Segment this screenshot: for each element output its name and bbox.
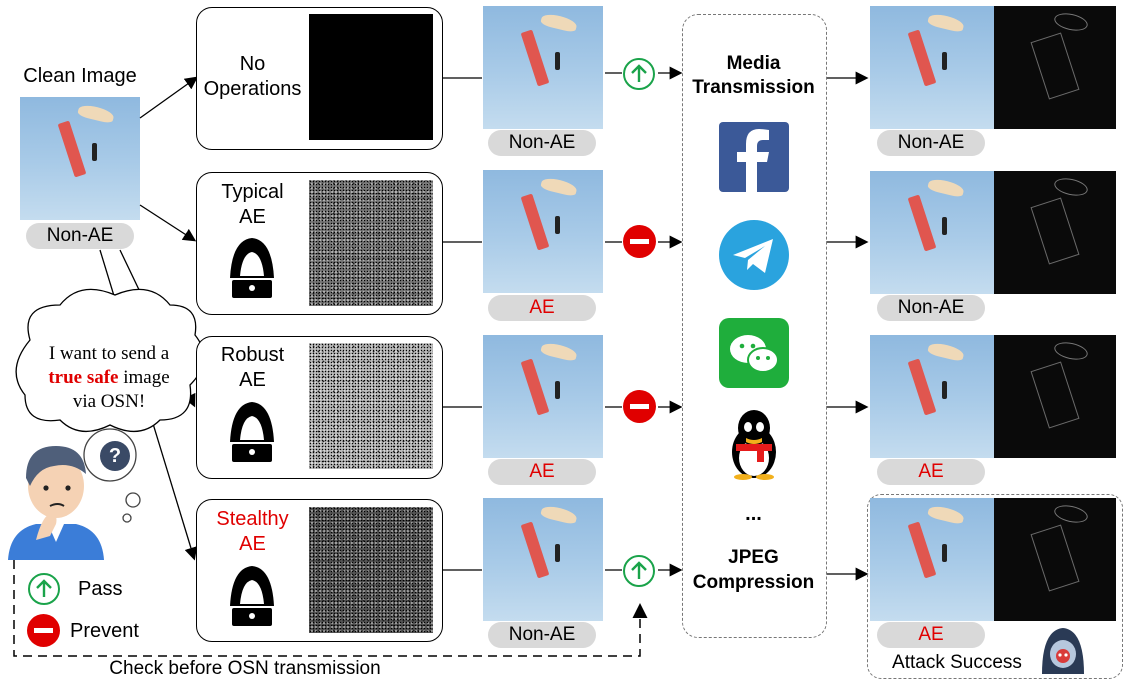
- facebook-icon: [719, 122, 789, 192]
- hacker-icon: [222, 232, 282, 302]
- thought-emphasis: true safe: [48, 367, 119, 388]
- result-tag-3: AE: [877, 459, 985, 485]
- thinking-user-avatar: [6, 420, 106, 560]
- telegram-icon: [719, 220, 789, 290]
- legend-pass-label: Pass: [78, 578, 123, 600]
- row-2-label-line2: AE: [239, 206, 266, 228]
- legend-prevent-label: Prevent: [70, 620, 139, 642]
- row-4-sample-noise: [309, 507, 433, 633]
- wechat-icon: [719, 318, 789, 388]
- row-2-label-line1: Typical: [221, 181, 284, 203]
- pass-icon: [623, 58, 655, 90]
- check-caption: Check before OSN transmission: [109, 658, 381, 679]
- row-4-label-line2: AE: [239, 533, 266, 555]
- result-diff-1: [994, 6, 1116, 129]
- attack-success-panel: [867, 494, 1123, 679]
- sent-image-1: [483, 6, 603, 129]
- clean-image: [20, 97, 140, 220]
- clean-image-title: Clean Image: [23, 65, 137, 87]
- sent-image-2-tag: AE: [488, 295, 596, 321]
- thought-line3: via OSN!: [72, 391, 146, 412]
- legend-prevent-icon: [27, 614, 60, 647]
- row-1-sample-black: [309, 14, 433, 140]
- row-4-label-line1: Stealthy: [216, 508, 289, 530]
- result-diff-2: [994, 171, 1116, 294]
- clean-image-tag: Non-AE: [26, 223, 134, 249]
- thought-line1: I want to send a: [48, 343, 170, 364]
- row-1-label-line2: Operations: [203, 78, 302, 100]
- thought-line2-rest: image: [118, 367, 170, 388]
- result-image-2: [870, 171, 994, 294]
- osn-bottom-label-line1: JPEG: [728, 547, 779, 568]
- result-tag-4: AE: [877, 622, 985, 648]
- result-diff-4: [994, 498, 1116, 621]
- qq-icon: [724, 408, 784, 480]
- sent-image-3-tag: AE: [488, 459, 596, 485]
- sent-image-3: [483, 335, 603, 458]
- hacker-icon: [222, 396, 282, 466]
- osn-bottom-label-line2: Compression: [692, 572, 815, 593]
- osn-ellipsis: ...: [745, 503, 762, 525]
- question-mark-icon: ?: [100, 441, 130, 471]
- sent-image-4: [483, 498, 603, 621]
- row-3-sample-noise: [309, 343, 433, 469]
- osn-panel: [682, 14, 827, 638]
- sent-image-2: [483, 170, 603, 293]
- attack-success-caption: Attack Success: [892, 652, 1022, 673]
- hacker-icon: [222, 560, 282, 630]
- row-3-label-line2: AE: [239, 369, 266, 391]
- thought-text: I want to send a true safe image via OSN…: [24, 342, 194, 414]
- result-image-3: [870, 335, 994, 458]
- pass-icon: [623, 555, 655, 587]
- sent-image-1-tag: Non-AE: [488, 130, 596, 156]
- row-2-sample-noise: [309, 180, 433, 306]
- thought-line2: true safe image: [24, 366, 194, 390]
- osn-top-label-line1: Media: [726, 53, 781, 74]
- sent-image-4-tag: Non-AE: [488, 622, 596, 648]
- result-image-4: [870, 498, 994, 621]
- attacker-skull-icon: [1038, 620, 1088, 674]
- prevent-icon: [623, 225, 656, 258]
- row-1-label-line1: No: [239, 53, 266, 75]
- row-3-label-line1: Robust: [220, 344, 285, 366]
- result-tag-2: Non-AE: [877, 295, 985, 321]
- result-diff-3: [994, 335, 1116, 458]
- osn-top-label-line2: Transmission: [692, 77, 815, 98]
- result-tag-1: Non-AE: [877, 130, 985, 156]
- result-image-1: [870, 6, 994, 129]
- prevent-icon: [623, 390, 656, 423]
- legend-pass-icon: [28, 573, 60, 605]
